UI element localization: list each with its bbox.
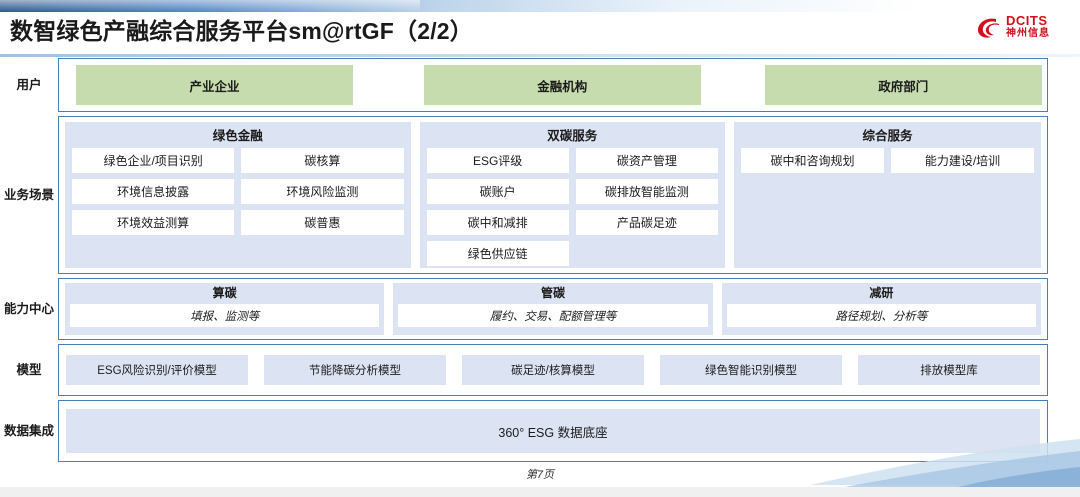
capability-column-carbon-accounting[interactable]: 算碳 填报、监测等 (65, 283, 385, 335)
row-label-capability-center: 能力中心 (3, 301, 54, 316)
capability-title: 管碳 (540, 286, 565, 300)
user-chip-financial[interactable]: 金融机构 (423, 65, 702, 105)
model-item-group: ESG风险识别/评价模型 节能降碳分析模型 碳足迹/核算模型 绿色智能识别模型 … (59, 345, 1047, 395)
top-decorative-band (0, 0, 1080, 12)
scenario-item[interactable]: 产品碳足迹 (575, 210, 718, 235)
scenario-item[interactable]: ESG评级 (426, 148, 569, 173)
row-model: 模型 ESG风险识别/评价模型 节能降碳分析模型 碳足迹/核算模型 绿色智能识别… (0, 344, 1080, 396)
row-box-model: ESG风险识别/评价模型 节能降碳分析模型 碳足迹/核算模型 绿色智能识别模型 … (58, 344, 1048, 396)
logo-en-label: DCITS (1006, 13, 1048, 28)
scenario-item[interactable]: 碳中和咨询规划 (740, 148, 884, 173)
scenario-title-green-finance: 绿色金融 (212, 129, 263, 143)
row-box-capability-center: 算碳 填报、监测等 管碳 履约、交易、配额管理等 减研 路径规划、分析等 (58, 278, 1048, 340)
model-item[interactable]: 绿色智能识别模型 (660, 355, 842, 385)
user-chip-industry[interactable]: 产业企业 (75, 65, 354, 105)
row-box-business-scenario: 绿色金融 绿色企业/项目识别 碳核算 环境信息披露 环境风险监测 环境效益测算 … (58, 116, 1048, 274)
capability-columns: 算碳 填报、监测等 管碳 履约、交易、配额管理等 减研 路径规划、分析等 (59, 279, 1047, 339)
data-foundation-band[interactable]: 360° ESG 数据底座 (66, 409, 1040, 453)
model-item[interactable]: 碳足迹/核算模型 (462, 355, 644, 385)
scenario-column-dual-carbon: 双碳服务 ESG评级 碳资产管理 碳账户 碳排放智能监测 碳中和减排 产品碳足迹… (419, 122, 725, 268)
scenario-item[interactable]: 碳核算 (241, 148, 404, 173)
row-label-user: 用户 (16, 77, 42, 92)
row-label-business-scenario: 业务场景 (3, 187, 54, 202)
scenario-item[interactable]: 环境风险监测 (241, 179, 404, 204)
brand-logo: DCITS 神州信息 (976, 12, 1072, 46)
dcits-swirl-icon (978, 18, 999, 38)
row-data-integration: 数据集成 360° ESG 数据底座 (0, 400, 1080, 462)
bottom-baseline (0, 487, 1080, 497)
architecture-grid: 用户 产业企业 金融机构 政府部门 业务场景 绿色金融 绿色企业/项目识别 (0, 58, 1080, 462)
model-item[interactable]: ESG风险识别/评价模型 (66, 355, 248, 385)
capability-column-carbon-management[interactable]: 管碳 履约、交易、配额管理等 (393, 283, 713, 335)
scenario-item[interactable]: 环境信息披露 (72, 179, 235, 204)
scenario-item[interactable]: 绿色供应链 (426, 241, 569, 266)
scenario-item[interactable]: 碳资产管理 (575, 148, 718, 173)
scenario-item[interactable]: 碳普惠 (241, 210, 404, 235)
capability-subtitle: 履约、交易、配额管理等 (398, 304, 708, 327)
scenario-items-comprehensive: 碳中和咨询规划 能力建设/培训 (740, 148, 1034, 173)
scenario-columns: 绿色金融 绿色企业/项目识别 碳核算 环境信息披露 环境风险监测 环境效益测算 … (59, 117, 1047, 273)
scenario-items-green-finance: 绿色企业/项目识别 碳核算 环境信息披露 环境风险监测 环境效益测算 碳普惠 (72, 148, 404, 235)
capability-title: 减研 (869, 286, 894, 300)
capability-subtitle: 填报、监测等 (70, 304, 380, 327)
page-title: 数智绿色产融综合服务平台sm@rtGF（2/2） (10, 18, 473, 44)
row-label-model: 模型 (16, 362, 42, 377)
scenario-item[interactable]: 绿色企业/项目识别 (72, 148, 235, 173)
model-item[interactable]: 排放模型库 (858, 355, 1040, 385)
page-number: 第7页 (525, 469, 555, 481)
scenario-item[interactable]: 碳账户 (426, 179, 569, 204)
scenario-item[interactable]: 能力建设/培训 (890, 148, 1034, 173)
scenario-title-comprehensive: 综合服务 (862, 129, 913, 143)
user-chip-group: 产业企业 金融机构 政府部门 (59, 59, 1047, 111)
row-box-data-integration: 360° ESG 数据底座 (58, 400, 1048, 462)
row-box-user: 产业企业 金融机构 政府部门 (58, 58, 1048, 112)
scenario-column-green-finance: 绿色金融 绿色企业/项目识别 碳核算 环境信息披露 环境风险监测 环境效益测算 … (65, 122, 411, 268)
scenario-title-dual-carbon: 双碳服务 (547, 129, 598, 143)
logo-cn-label: 神州信息 (1006, 28, 1050, 39)
scenario-column-comprehensive: 综合服务 碳中和咨询规划 能力建设/培训 (733, 122, 1041, 268)
data-band-wrapper: 360° ESG 数据底座 (59, 401, 1047, 461)
capability-subtitle: 路径规划、分析等 (726, 304, 1036, 327)
row-label-data-integration: 数据集成 (3, 423, 54, 438)
capability-column-reduction-research[interactable]: 减研 路径规划、分析等 (721, 283, 1041, 335)
model-item[interactable]: 节能降碳分析模型 (264, 355, 446, 385)
scenario-items-dual-carbon: ESG评级 碳资产管理 碳账户 碳排放智能监测 碳中和减排 产品碳足迹 绿色供应… (426, 148, 718, 266)
title-divider (0, 54, 1080, 57)
scenario-item[interactable]: 环境效益测算 (72, 210, 235, 235)
row-capability-center: 能力中心 算碳 填报、监测等 管碳 履约、交易、配额管理等 减研 路径规划、分析… (0, 278, 1080, 340)
scenario-item[interactable]: 碳中和减排 (426, 210, 569, 235)
capability-title: 算碳 (212, 286, 237, 300)
row-business-scenario: 业务场景 绿色金融 绿色企业/项目识别 碳核算 环境信息披露 环境风险监测 环境… (0, 116, 1080, 274)
user-chip-government[interactable]: 政府部门 (764, 65, 1043, 105)
row-user: 用户 产业企业 金融机构 政府部门 (0, 58, 1080, 112)
scenario-item[interactable]: 碳排放智能监测 (575, 179, 718, 204)
slide-header: 数智绿色产融综合服务平台sm@rtGF（2/2） DCITS 神州信息 (0, 8, 1080, 57)
logo-text-block: DCITS 神州信息 (1006, 14, 1050, 40)
